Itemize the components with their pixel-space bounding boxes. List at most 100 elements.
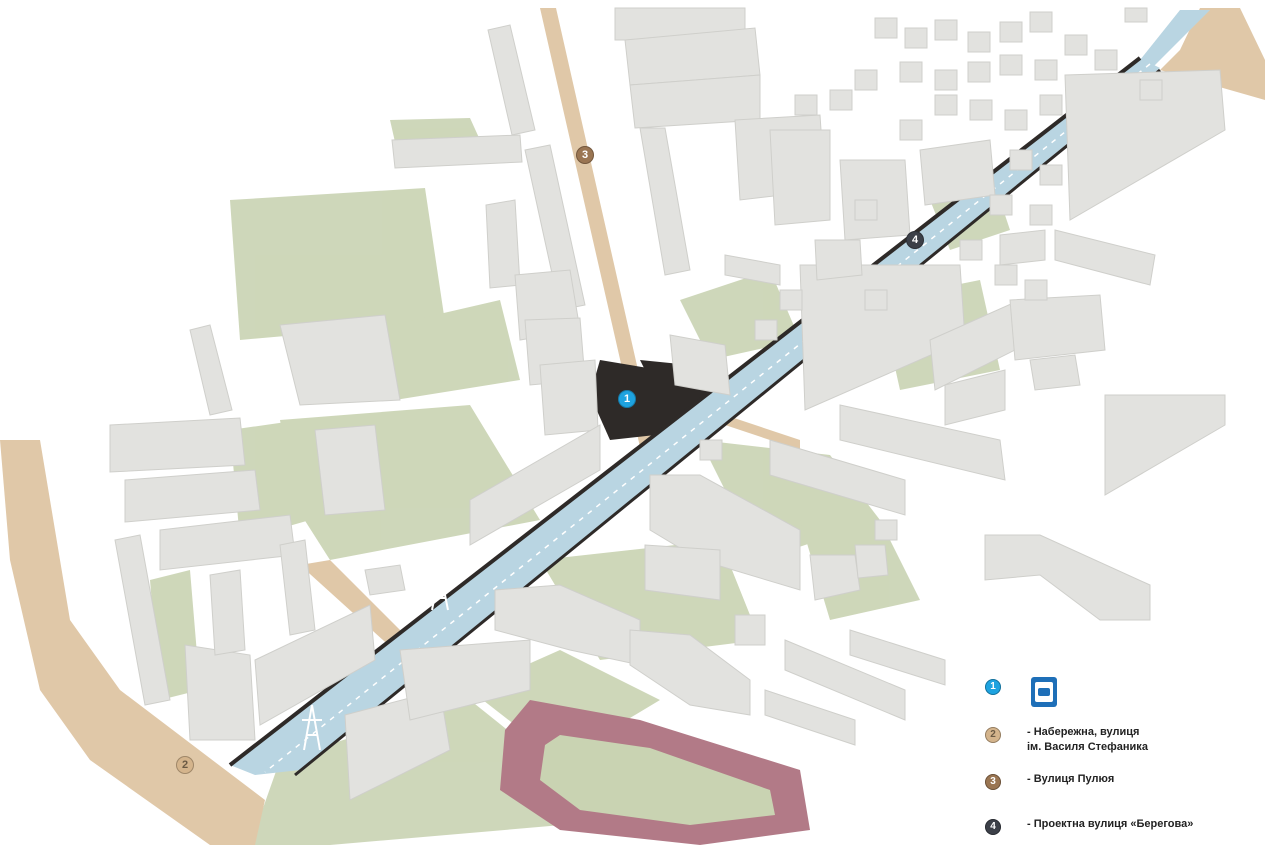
house (899, 119, 923, 141)
legend-item-bus-stop: 1 (985, 677, 1057, 707)
building (184, 644, 256, 741)
building (999, 229, 1046, 266)
football-field (230, 188, 445, 340)
building (399, 639, 531, 721)
pylon-icon (302, 704, 322, 751)
building (391, 134, 523, 169)
house (934, 19, 958, 41)
house (1029, 204, 1053, 226)
legend-line: ім. Василя Стефаника (1027, 741, 1148, 753)
legend-number: 4 (985, 819, 1001, 835)
house (967, 61, 991, 83)
building (1054, 229, 1156, 286)
building (524, 144, 586, 311)
green-patch (250, 700, 620, 845)
house (874, 17, 898, 39)
building (809, 554, 861, 601)
building (279, 314, 401, 406)
legend-label: - Набережна, вулиця ім. Василя Стефаника (1027, 725, 1148, 755)
legend-item-embankment: 2 - Набережна, вулиця ім. Василя Стефани… (985, 725, 1148, 755)
legend-number: 1 (985, 679, 1001, 695)
legend-line: - Набережна, вулиця (1027, 726, 1140, 738)
building (854, 544, 889, 579)
green-patch (390, 118, 480, 142)
building (189, 324, 233, 416)
building (109, 417, 246, 473)
berehova-street-marker[interactable]: 4 (906, 231, 924, 249)
building (469, 424, 601, 546)
building (644, 544, 721, 601)
bus-stop-sign-icon (1031, 677, 1057, 707)
house (699, 439, 723, 461)
house (967, 31, 991, 53)
building (919, 139, 996, 206)
house (1094, 49, 1118, 71)
building (539, 359, 599, 436)
house (1029, 11, 1053, 33)
stadium-field (540, 735, 775, 825)
house (999, 21, 1023, 43)
building (159, 514, 296, 571)
buildings (109, 7, 1226, 801)
building (629, 629, 751, 716)
house (1139, 79, 1163, 101)
building (1009, 294, 1106, 361)
building (734, 614, 766, 646)
legend-item-puliui: 3 - Вулиця Пулюя (985, 772, 1114, 790)
house (1009, 149, 1033, 171)
building (114, 534, 171, 706)
river (230, 58, 1160, 775)
building (984, 534, 1151, 621)
house (904, 27, 928, 49)
puliui-street-marker[interactable]: 3 (576, 146, 594, 164)
house (829, 89, 853, 111)
house (1004, 109, 1028, 131)
embankment-marker[interactable]: 2 (176, 756, 194, 774)
house (899, 61, 923, 83)
building (124, 469, 261, 523)
building (814, 239, 863, 281)
building (849, 629, 946, 686)
house (999, 54, 1023, 76)
house (934, 94, 958, 116)
house (989, 194, 1013, 216)
house (754, 319, 778, 341)
power-pylons (302, 569, 450, 751)
building (639, 127, 691, 276)
building (314, 424, 386, 516)
building (487, 24, 536, 136)
house (1124, 7, 1148, 23)
building (1029, 354, 1081, 391)
bus-stop-marker[interactable]: 1 (618, 390, 636, 408)
house (969, 99, 993, 121)
legend-label: - Вулиця Пулюя (1027, 773, 1115, 785)
legend-number: 3 (985, 774, 1001, 790)
house (1064, 34, 1088, 56)
building (279, 539, 316, 636)
building (209, 569, 246, 656)
building (669, 334, 731, 396)
map-legend: 1 2 - Набережна, вулиця ім. Василя Стефа… (985, 665, 1265, 840)
building (254, 604, 376, 726)
building (649, 474, 801, 591)
pylon-icon (430, 569, 450, 611)
legend-item-berehova: 4 - Проектна вулиця «Берегова» (985, 817, 1193, 835)
building (364, 564, 406, 596)
legend-label: - Проектна вулиця «Берегова» (1027, 818, 1194, 830)
house (794, 94, 818, 116)
building (1064, 69, 1226, 221)
building (764, 689, 856, 746)
house (864, 289, 888, 311)
building (944, 369, 1006, 426)
puliui-street (540, 8, 655, 447)
roads (0, 8, 1265, 845)
house (1024, 279, 1048, 301)
house-cluster (699, 7, 1163, 541)
house (1034, 59, 1058, 81)
building (1104, 394, 1226, 496)
house (1039, 94, 1063, 116)
building (784, 639, 906, 721)
house (959, 239, 983, 261)
